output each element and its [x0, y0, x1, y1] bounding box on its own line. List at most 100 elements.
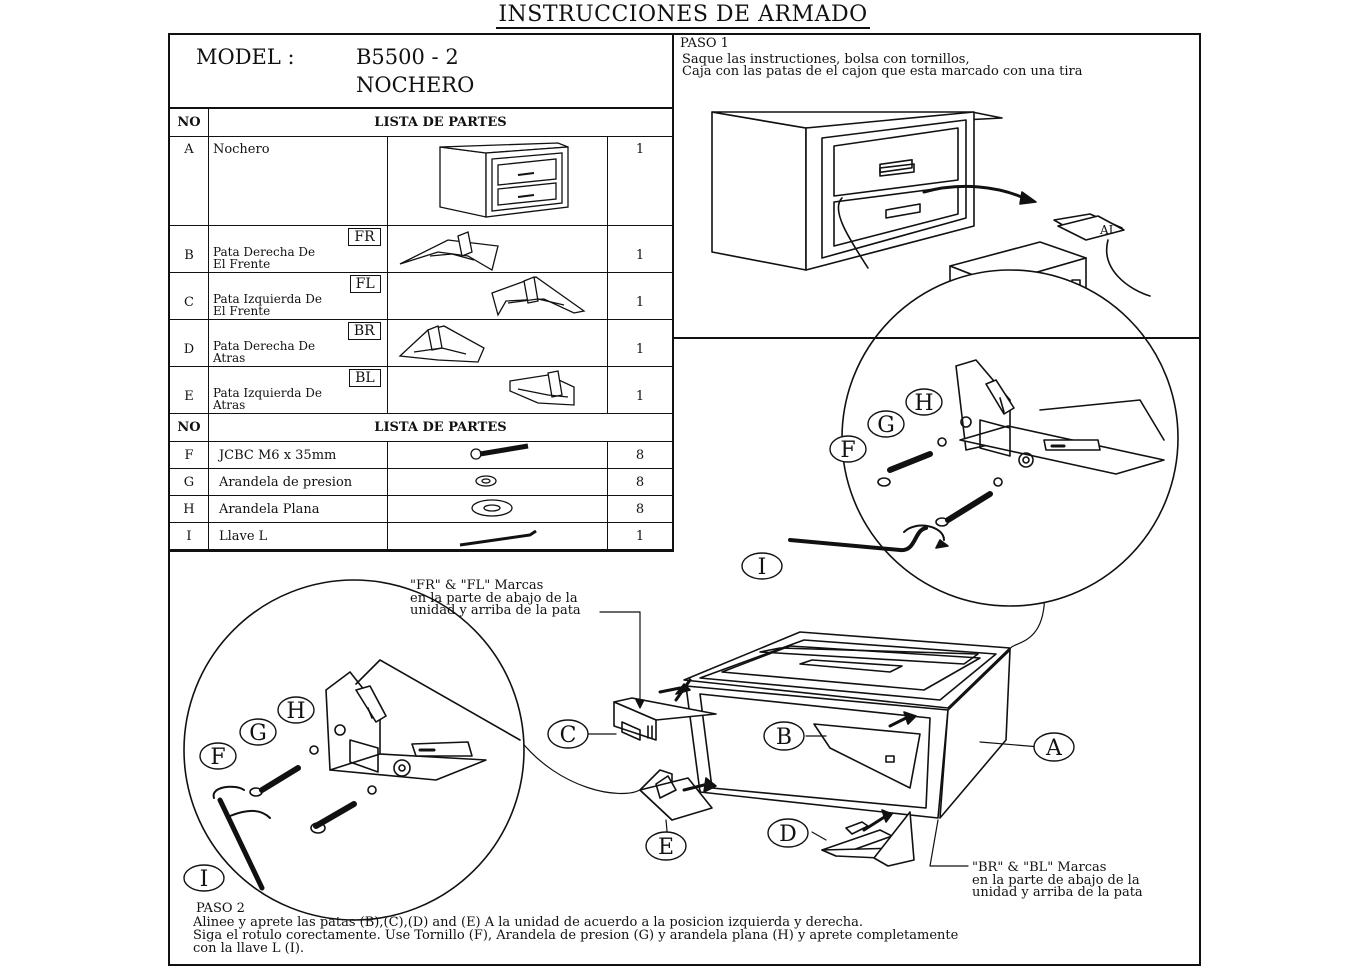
- spring-washer-icon: [475, 475, 497, 487]
- callout-b: B: [776, 725, 792, 750]
- part-code: BR: [347, 322, 381, 340]
- table-row: A Nochero 1: [170, 136, 672, 226]
- callout-i-upper: I: [758, 555, 767, 580]
- part-qty: 8: [607, 495, 672, 523]
- callout-h-lower: H: [286, 699, 305, 724]
- part-name: Arandela de presion: [218, 474, 353, 490]
- step1-nightstand-drawing: AI: [711, 111, 1151, 315]
- leg-fr-icon: [399, 231, 499, 271]
- part-name-line1: Pata Derecha De: [212, 245, 316, 259]
- part-qty: 1: [635, 342, 645, 357]
- table-row: F JCBC M6 x 35mm 8: [170, 441, 672, 469]
- product-name: NOCHERO: [356, 73, 475, 97]
- model-label: MODEL :: [196, 45, 295, 69]
- part-no: H: [170, 495, 209, 523]
- table-row: G Arandela de presion 8: [170, 468, 672, 496]
- part-qty: 8: [607, 468, 672, 496]
- step2-line1: Alinee y aprete las patas (B),(C),(D) an…: [193, 915, 864, 930]
- part-no: B: [184, 248, 194, 263]
- part-code: FL: [349, 275, 381, 293]
- part-name-line2: El Frente: [212, 304, 271, 318]
- zoom-circle-upper: [788, 269, 1179, 607]
- leg-fl-icon: [490, 276, 586, 317]
- part-code: FR: [348, 228, 381, 246]
- step1-text: Saque las instructiones, bolsa con torni…: [682, 53, 1083, 78]
- nightstand-thumbnail-icon: [439, 142, 569, 218]
- step1-tag-text: AI: [1099, 223, 1114, 237]
- callout-h-upper: H: [914, 391, 933, 416]
- callout-f-upper: F: [840, 438, 855, 463]
- part-a-image: [386, 136, 609, 226]
- col-parts-header: LISTA DE PARTES: [207, 109, 672, 137]
- step2-nightstand-drawing: [674, 631, 1011, 819]
- parts-table: NO LISTA DE PARTES A Nochero 1 B: [170, 109, 672, 550]
- part-name-line2: Atras: [212, 398, 246, 412]
- bolt-icon: [470, 443, 529, 460]
- part-name-line1: Pata Izquierda De: [212, 292, 322, 306]
- part-name: Arandela Plana: [218, 501, 320, 517]
- part-qty: 1: [635, 248, 645, 263]
- back-note-line1: "BR" & "BL" Marcas: [972, 860, 1107, 875]
- back-marks-note: "BR" & "BL" Marcas en la parte de abajo …: [972, 860, 1143, 900]
- leg-d-drawing: [821, 809, 915, 867]
- part-no: E: [184, 389, 194, 404]
- step2-line2: Siga el rotulo corectamente. Use Tornill…: [193, 928, 959, 943]
- part-no: C: [184, 295, 194, 310]
- col-no-header: NO: [170, 413, 209, 442]
- part-name-line2: El Frente: [212, 257, 271, 271]
- callout-circles: [183, 388, 1075, 892]
- part-name-line1: Pata Izquierda De: [212, 386, 322, 400]
- leg-bl-icon: [509, 370, 575, 406]
- step2-text: Alinee y aprete las patas (B),(C),(D) an…: [193, 916, 958, 955]
- table-header-row: NO LISTA DE PARTES: [170, 109, 672, 137]
- callout-d: D: [779, 822, 797, 847]
- part-qty: 1: [635, 295, 645, 310]
- part-qty: 1: [635, 389, 645, 404]
- part-qty: 1: [635, 142, 645, 157]
- part-no: G: [170, 468, 209, 496]
- front-marks-note: "FR" & "FL" Marcas en la parte de abajo …: [410, 578, 581, 618]
- part-name: Llave L: [218, 528, 268, 544]
- page-title-text: INSTRUCCIONES DE ARMADO: [496, 2, 870, 29]
- part-no: D: [183, 342, 195, 357]
- flat-washer-icon: [471, 499, 513, 517]
- part-no: A: [184, 142, 194, 157]
- table-row: H Arandela Plana 8: [170, 495, 672, 523]
- table-header-row-hardware: NO LISTA DE PARTES: [170, 413, 672, 442]
- col-parts-header: LISTA DE PARTES: [207, 413, 672, 442]
- callout-c: C: [560, 723, 577, 748]
- part-no: F: [170, 441, 209, 469]
- callout-e: E: [658, 835, 674, 860]
- part-name: JCBC M6 x 35mm: [218, 447, 337, 463]
- part-name-line1: Pata Derecha De: [212, 339, 316, 353]
- callout-letters: A B C D E F G H I F G H I: [200, 391, 1063, 892]
- part-name: Nochero: [212, 142, 270, 157]
- callout-leader-lines: [519, 581, 1053, 867]
- step1-divider: [674, 337, 1201, 339]
- part-no: I: [170, 522, 209, 550]
- front-note-line2: en la parte de abajo de la: [410, 590, 578, 606]
- part-qty: 8: [607, 441, 672, 469]
- leg-br-icon: [398, 325, 485, 363]
- parts-table-panel: MODEL : B5500 - 2 NOCHERO NO LISTA DE PA…: [168, 33, 674, 552]
- step2-label: PASO 2: [196, 901, 245, 916]
- front-note-line3: unidad y arriba de la pata: [410, 603, 581, 618]
- step1-label: PASO 1: [680, 36, 729, 51]
- model-value: B5500 - 2: [356, 45, 459, 69]
- model-header: MODEL : B5500 - 2 NOCHERO: [170, 35, 672, 109]
- callout-f-lower: F: [210, 745, 225, 770]
- back-note-line2: en la parte de abajo de la: [972, 872, 1140, 888]
- back-note-line3: unidad y arriba de la pata: [972, 885, 1143, 900]
- callout-g-lower: G: [249, 721, 267, 746]
- callout-g-upper: G: [877, 413, 895, 438]
- callout-i-lower: I: [200, 867, 209, 892]
- front-note-line1: "FR" & "FL" Marcas: [410, 578, 544, 593]
- step2-line3: con la llave L (I).: [193, 941, 305, 956]
- zoom-circle-lower: [183, 579, 525, 921]
- col-no-header: NO: [170, 109, 209, 137]
